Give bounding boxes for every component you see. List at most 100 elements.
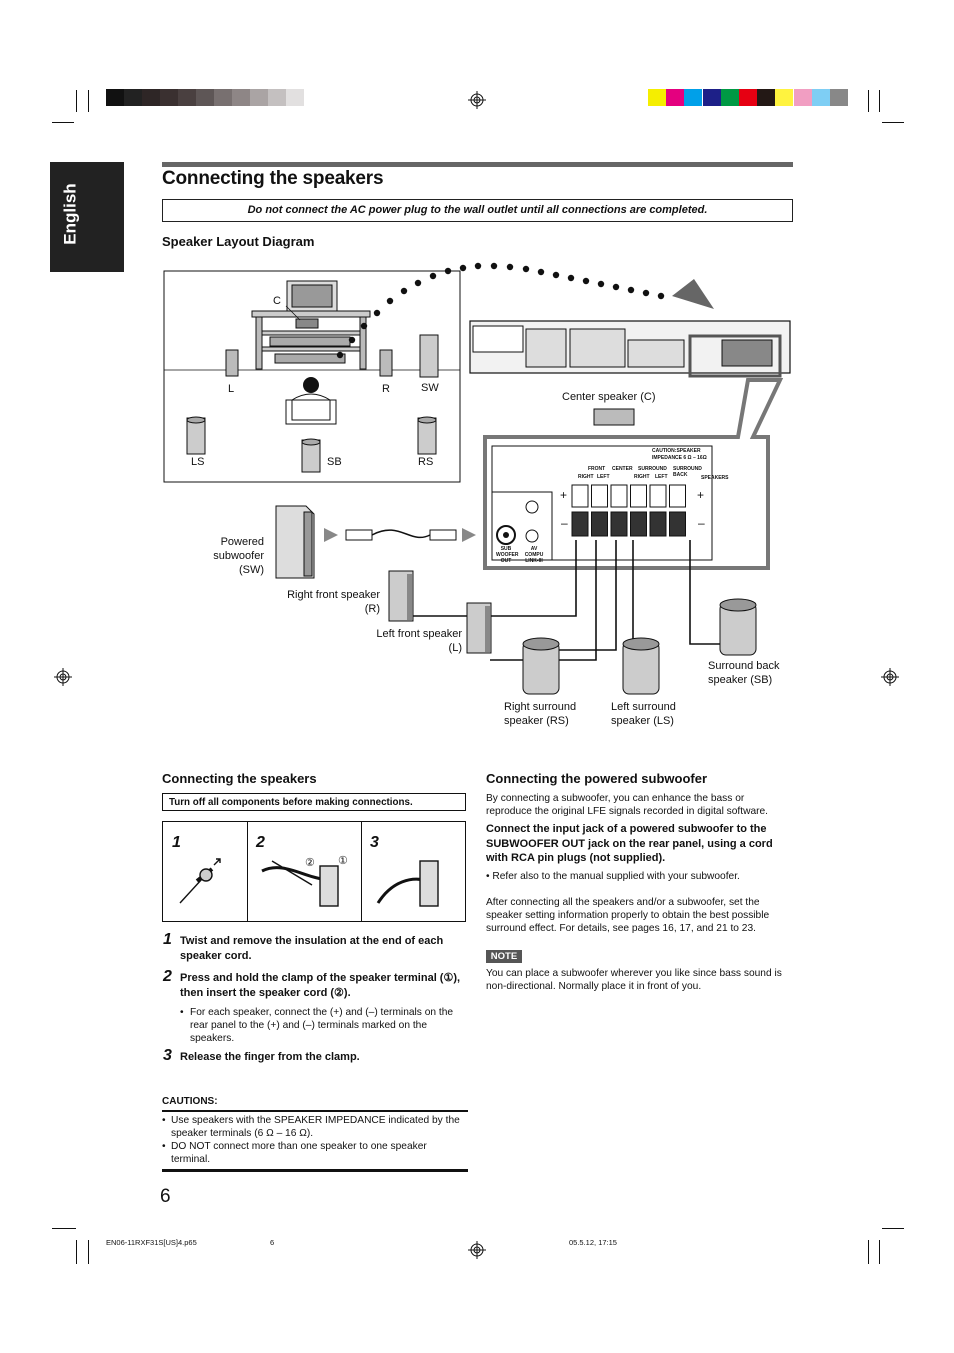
subwoofer-intro: By connecting a subwoofer, you can enhan… [486,793,769,817]
panel-plus-right: + [697,488,705,502]
step-1-number: 1 [163,931,172,948]
listener-icon [285,377,337,425]
subwoofer-instruction: Connect the input jack of a powered subw… [486,823,773,864]
subwoofer-after: After connecting all the speakers and/or… [486,897,770,934]
speaker-terminal [591,484,608,508]
color-swatch [793,89,812,106]
color-swatch [702,89,721,106]
speaker-terminal [591,511,608,537]
caution-item-1: •Use speakers with the SPEAKER IMPEDANCE… [162,1115,460,1139]
speaker-terminal [649,484,667,508]
layout-diagram-heading: Speaker Layout Diagram [162,234,315,249]
color-swatch [830,89,848,106]
subwoofer-refer: • Refer also to the manual supplied with… [486,871,740,882]
callout-center: Center speaker (C) [562,391,656,403]
panel-caution: CAUTION:SPEAKER [652,448,701,454]
panel-speakers: SPEAKERS [701,475,729,481]
callout-left-front: Left front speaker(L) [376,628,462,654]
color-swatch [666,89,685,106]
label-sb: SB [327,456,342,468]
page-number: 6 [160,1186,171,1207]
gray-swatch [286,89,304,106]
panel-surround-right: RIGHT [634,474,650,480]
speaker-terminals [571,484,686,537]
step-3-number: 3 [163,1047,172,1064]
steps-figure [162,821,466,922]
color-swatch [648,89,666,106]
gray-swatch [268,89,286,106]
speaker-terminal [610,484,628,508]
fig-mark-2: ② [305,857,315,869]
label-c: C [273,295,281,307]
label-ls: LS [191,456,205,468]
page-title: Connecting the speakers [162,168,384,189]
right-surround-speaker-icon [522,637,560,695]
panel-front-right: RIGHT [578,474,594,480]
dotted-arrow [336,262,714,359]
note-badge: NOTE [486,950,522,963]
step-3-text: Release the finger from the clamp. [180,1051,360,1063]
speaker-terminal [571,511,589,537]
color-swatch [811,89,830,106]
step-2-text: Press and hold the clamp of the speaker … [180,972,461,999]
language-tab: English [50,162,124,272]
fig-step-1: 1 [172,834,181,851]
steps-illustration [179,858,439,907]
left-front-speaker-icon [466,602,492,654]
panel-av-compu-link: AV COMPU LINK-III [524,546,544,564]
power-warning: Do not connect the AC power plug to the … [162,199,793,222]
cautions-rule-bottom [162,1169,468,1172]
step-2-number: 2 [163,968,172,985]
color-swatch [775,89,794,106]
label-rs: RS [418,456,434,468]
panel-plus-left: + [560,488,568,502]
subwoofer-room-icon [419,334,439,378]
receiver-rear-panel [469,320,791,378]
panel-surround-left: LEFT [655,474,668,480]
gray-swatch [232,89,250,106]
footer-page: 6 [270,1238,275,1247]
fig-step-3: 3 [370,834,379,851]
turn-off-notice: Turn off all components before making co… [162,793,466,811]
gray-swatch [142,89,160,106]
color-swatch [720,89,739,106]
step-2-bullet: •For each speaker, connect the (+) and (… [180,1007,454,1044]
center-speaker-icon [593,408,635,426]
gray-swatch [160,89,178,106]
cautions-rule-top [162,1110,468,1112]
right-front-speaker-icon [388,570,414,622]
left-surround-speaker-icon [622,637,660,695]
panel-surround-back: SURROUND BACK [673,466,702,478]
speaker-terminal [669,511,686,537]
color-swatch [757,89,776,106]
tv-rack-icon [251,280,371,370]
ls-speaker-icon [186,416,206,455]
subwoofer-heading: Connecting the powered subwoofer [486,771,708,786]
gray-swatch [106,89,124,106]
panel-front: FRONT [588,466,606,472]
subwoofer-icon [275,505,315,579]
rs-speaker-icon [417,416,437,455]
speaker-terminal [571,484,589,508]
gray-swatch [250,89,268,106]
label-sw: SW [421,382,439,394]
gray-swatch [124,89,142,106]
gray-swatch [214,89,232,106]
panel-minus-right: – [698,516,705,530]
panel-impedance: IMPEDANCE 6 Ω – 16Ω [652,455,707,461]
panel-subwoofer-out: SUB WOOFER OUT [496,546,519,564]
speaker-terminal [669,484,686,508]
step-1-text: Twist and remove the insulation at the e… [180,935,444,962]
gray-swatch [178,89,196,106]
color-swatch [739,89,757,106]
callout-right-front: Right front speaker(R) [287,589,380,615]
color-swatch [684,89,703,106]
fig-step-2: 2 [256,834,265,851]
title-rule [162,162,793,167]
label-r: R [382,383,390,395]
footer-timestamp: 05.5.12, 17:15 [569,1238,617,1247]
footer-file: EN06-11RXF31S[US]4.p65 [106,1238,197,1247]
